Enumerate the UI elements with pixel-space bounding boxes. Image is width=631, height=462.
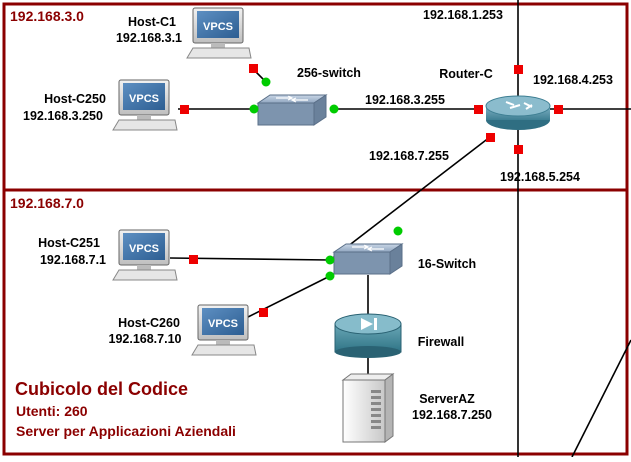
port-up-switch16-router — [393, 226, 403, 236]
port-down-router-switch16 — [486, 133, 495, 142]
host-c250-name: Host-C250 — [44, 92, 106, 106]
info-server-note: Server per Applicazioni Aziendali — [16, 423, 236, 439]
port-down-hostc260 — [259, 308, 268, 317]
port-down-hostc1 — [249, 64, 258, 73]
label-router-top: 192.168.1.253 — [423, 8, 503, 22]
zone-bottom-box — [2, 188, 629, 456]
host-c260-ip: 192.168.7.10 — [109, 332, 182, 346]
host-c260-screen-text: VPCS — [208, 318, 238, 330]
router-c-name: Router-C — [439, 67, 492, 81]
host-c260-name: Host-C260 — [118, 316, 180, 330]
host-c250-ip: 192.168.3.250 — [23, 109, 103, 123]
link-diagonal-edge — [571, 339, 631, 458]
ports-up — [249, 77, 403, 281]
label-router-switch256: 192.168.3.255 — [365, 93, 445, 107]
server-az-icon[interactable] — [341, 373, 395, 443]
switch-16-name: 16-Switch — [418, 257, 476, 271]
port-down-router-right — [554, 105, 563, 114]
host-c260-icon[interactable]: VPCS — [191, 304, 257, 356]
zone-top-label: 192.168.3.0 — [10, 8, 84, 24]
label-router-right: 192.168.4.253 — [533, 73, 613, 87]
link-router-switch16 — [329, 136, 491, 261]
port-up-switch256-router — [329, 104, 339, 114]
port-down-router-left — [474, 105, 483, 114]
label-router-switch16: 192.168.7.255 — [369, 149, 449, 163]
port-up-switch16-hostc260 — [325, 271, 335, 281]
host-c250-icon[interactable]: VPCS — [112, 79, 178, 131]
port-up-switch256-hostc250 — [249, 104, 259, 114]
switch-256-name: 256-switch — [297, 66, 361, 80]
port-down-hostc251 — [189, 255, 198, 264]
firewall-name: Firewall — [418, 335, 465, 349]
router-c-icon[interactable] — [485, 95, 551, 130]
server-az-name: ServerAZ — [419, 392, 475, 406]
host-c251-name: Host-C251 — [38, 236, 100, 250]
info-title: Cubicolo del Codice — [15, 379, 188, 399]
switch-256-icon[interactable] — [256, 94, 328, 126]
zone-bottom-label: 192.168.7.0 — [10, 195, 84, 211]
host-c251-icon[interactable]: VPCS — [112, 229, 178, 281]
label-router-bottom: 192.168.5.254 — [500, 170, 580, 184]
host-c250-screen-text: VPCS — [129, 93, 159, 105]
switch-16-icon[interactable] — [332, 243, 404, 275]
port-up-switch256-hostc1 — [261, 77, 271, 87]
link-hostc260-switch16 — [245, 275, 331, 319]
ports-down — [180, 64, 563, 317]
port-down-router-bottom — [514, 145, 523, 154]
host-c251-screen-text: VPCS — [129, 243, 159, 255]
host-c1-icon[interactable]: VPCS — [186, 7, 252, 59]
port-down-hostc250 — [180, 105, 189, 114]
port-down-router-top — [514, 65, 523, 74]
host-c251-ip: 192.168.7.1 — [40, 253, 106, 267]
host-c1-screen-text: VPCS — [203, 21, 233, 33]
port-up-switch16-hostc251 — [325, 255, 335, 265]
firewall-icon[interactable] — [334, 313, 402, 358]
info-users: Utenti: 260 — [16, 403, 88, 419]
host-c1-name: Host-C1 — [128, 15, 176, 29]
server-az-ip: 192.168.7.250 — [412, 408, 492, 422]
host-c1-ip: 192.168.3.1 — [116, 31, 182, 45]
